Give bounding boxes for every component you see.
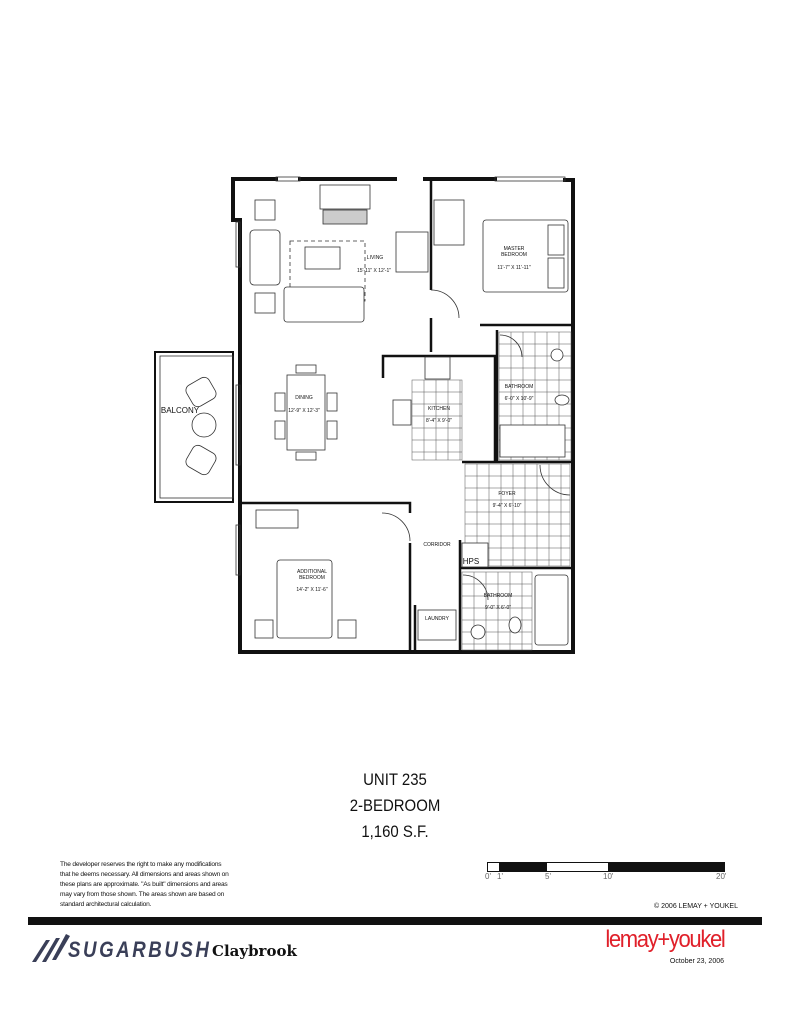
room-label-bathroom: BATHROOM (505, 384, 534, 390)
divider-bar (28, 917, 762, 925)
desk (255, 509, 299, 529)
room-label-bathroom-2: BATHROOM (484, 593, 513, 599)
scale-tick: 5' (545, 872, 551, 881)
toilet (554, 394, 570, 406)
interior-walls (240, 180, 573, 652)
room-dims-kitchen: 8'-4" X 9'-0" (426, 418, 452, 424)
dining-table (286, 374, 326, 451)
hearth (322, 209, 368, 225)
unit-number: UNIT 235 (363, 770, 427, 789)
door-swing (539, 464, 571, 496)
room-label-living: LIVING (367, 255, 384, 261)
room-label-balcony: BALCONY (161, 406, 200, 415)
scale-tick: 20' (716, 872, 727, 881)
scale-tick: 1' (497, 872, 503, 881)
balcony-chair (185, 376, 217, 408)
door-swing (499, 334, 523, 358)
bathroom-sink (470, 624, 486, 640)
plan-date: October 23, 2006 (669, 958, 724, 965)
sofa (283, 286, 365, 323)
window (235, 524, 241, 576)
room-label-foyer: FOYER (498, 491, 516, 497)
scale-tick: 0' (485, 872, 491, 881)
room-dims-bathroom: 6'-0" X 10'-9" (505, 396, 534, 402)
disclaimer: The developer reserves the right to make… (60, 861, 229, 908)
project-name: Claybrook (212, 942, 297, 960)
desk (395, 231, 429, 273)
washer-dryer (417, 609, 457, 641)
bed (276, 559, 333, 639)
room-label-kitchen: KITCHEN (428, 406, 450, 412)
room-dims-master-bedroom: 11'-7" X 11'-11" (497, 265, 530, 271)
door-swing (381, 512, 411, 542)
architect-logo: lemay+youkel (604, 926, 725, 953)
floor-plan: BALCONY (154, 176, 575, 654)
window (235, 384, 241, 466)
scale-bar (487, 862, 725, 872)
rug (289, 240, 366, 302)
room-label-corridor: CORRIDOR (423, 542, 451, 548)
room-label-additional-bedroom: ADDITIONAL (297, 569, 327, 575)
copyright: © 2006 LEMAY + YOUKEL (654, 903, 738, 910)
room-label-dining: DINING (295, 395, 313, 401)
window (275, 176, 301, 182)
fireplace (319, 184, 371, 210)
stove (424, 356, 451, 380)
room-dims-additional-bedroom: 14'-2" X 11'-6" (296, 587, 327, 593)
hps-unit (461, 542, 489, 568)
room-label-master-bedroom: MASTER (504, 246, 525, 252)
bed (482, 219, 569, 293)
scale-tick: 10' (603, 872, 614, 881)
room-dims-dining: 12'-9" X 12'-3" (288, 408, 320, 414)
unit-area: 1,160 S.F. (361, 822, 429, 841)
dresser (433, 199, 465, 246)
bathroom-sink (550, 348, 564, 362)
window (235, 221, 241, 268)
bathtub (499, 424, 566, 458)
sink (392, 399, 412, 426)
balcony-table (191, 412, 217, 438)
balcony-chair (185, 444, 217, 476)
room-dims-foyer: 9'-4" X 6'-10" (493, 503, 522, 509)
door-swing (430, 289, 460, 319)
furniture (249, 184, 570, 646)
armchair (249, 229, 281, 286)
room-label-hps: HPS (463, 557, 479, 566)
builder-logo: SUGARBUSH (68, 937, 212, 962)
tile-grid (412, 332, 571, 650)
room-label-master-bedroom-2: BEDROOM (501, 252, 527, 258)
window (494, 176, 566, 182)
bathtub (534, 574, 569, 646)
room-dims-living: 15'-11" X 12'-1" (357, 268, 391, 274)
unit-type: 2-BEDROOM (349, 796, 441, 815)
room-label-laundry: LAUNDRY (425, 616, 449, 622)
room-label-additional-bedroom-2: BEDROOM (299, 575, 325, 581)
room-dims-bathroom-2: 9'-0" X 6'-0" (485, 605, 511, 611)
sugarbush-logo-icon (32, 934, 70, 962)
toilet (508, 616, 522, 634)
coffee-table (304, 246, 341, 270)
